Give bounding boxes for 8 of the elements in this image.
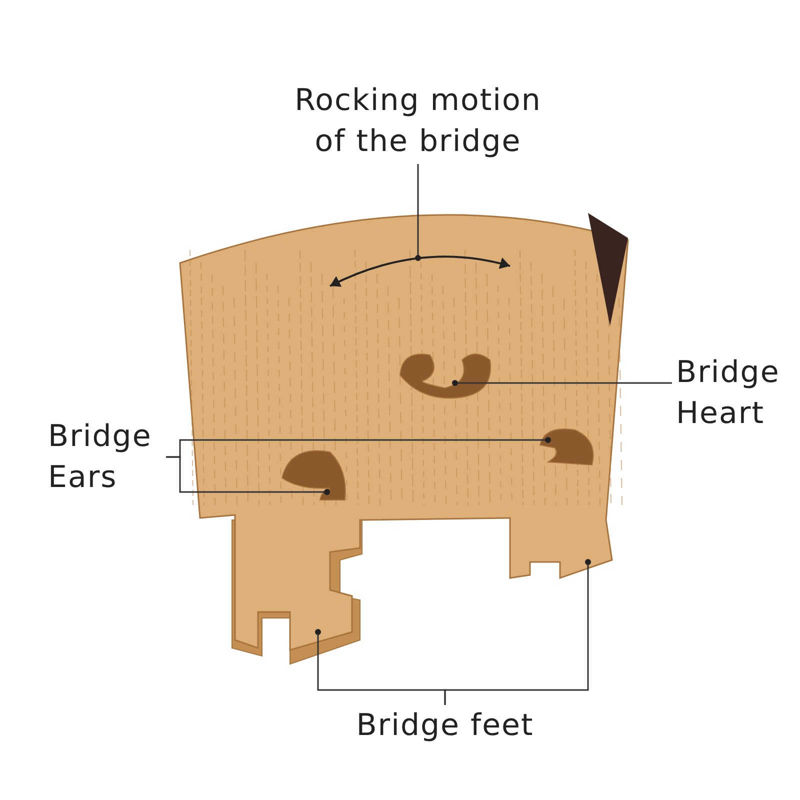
part-label: Bridge Heart xyxy=(676,352,796,434)
leader-line xyxy=(452,380,672,386)
leader-line xyxy=(415,164,421,261)
leader-line xyxy=(444,559,591,705)
part-label: Bridge Ears xyxy=(48,416,168,498)
part-label: Rocking motion of the bridge xyxy=(278,80,558,162)
leader-line xyxy=(166,456,330,495)
part-label: Bridge feet xyxy=(340,705,550,746)
